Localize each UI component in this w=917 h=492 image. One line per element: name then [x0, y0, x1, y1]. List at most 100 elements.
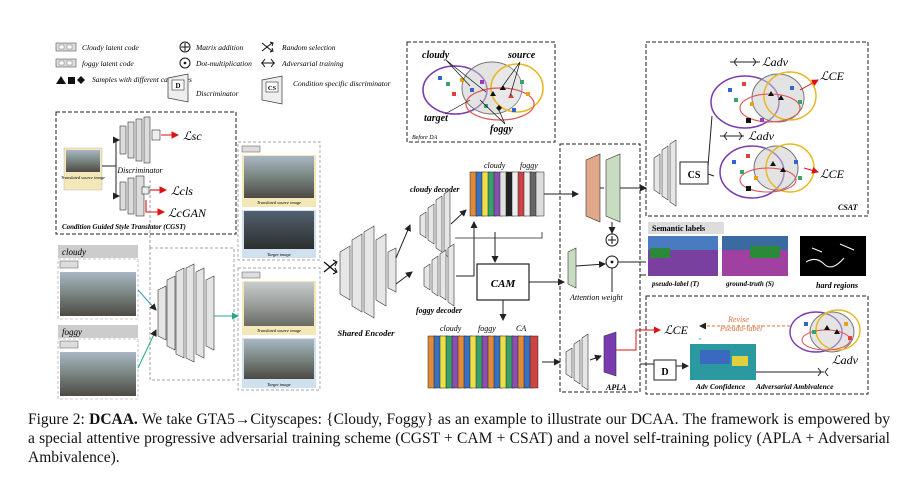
- bottom-feature-maps: [427, 335, 539, 389]
- cgst-title: Condition Guided Style Translator (CGST): [62, 223, 186, 231]
- legend-discriminator: Discriminator: [195, 89, 239, 98]
- before-da-source: source: [507, 50, 536, 61]
- cgst-generator: [137, 180, 239, 381]
- image-column-bottom: Translated source image Target image: [237, 267, 321, 391]
- legend-random-selection: Random selection: [281, 43, 336, 52]
- bottom-ca-label: CA: [516, 324, 526, 333]
- adv-confidence-label: Adv Confidence: [695, 382, 746, 391]
- cgst-discriminator-label: Discriminator: [116, 166, 163, 175]
- cloudy-code-icon: [59, 260, 79, 269]
- before-da-foggy: foggy: [490, 124, 513, 135]
- gt-caption: ground-truth (S): [725, 280, 774, 288]
- csat-title: CSAT: [838, 203, 859, 212]
- cs-label: CS: [688, 170, 701, 181]
- before-da-panel: cloudy source target foggy Before DA: [406, 41, 556, 143]
- bottom-code-icon: [241, 271, 261, 279]
- pseudo-label-caption: pseudo-label (T): [651, 280, 699, 288]
- shared-encoder: Shared Encoder: [323, 224, 413, 338]
- foggy-latent-icon: [55, 58, 77, 68]
- before-da-samples: [438, 76, 530, 112]
- apla-label: APLA: [605, 383, 627, 392]
- legend-matrix-add: Matrix addition: [195, 43, 244, 52]
- decoders: cloudy decoder foggy decoder cloudy fogg…: [410, 161, 579, 389]
- discriminator-icon: D: [167, 73, 189, 103]
- bottom-foggy-label: foggy: [478, 324, 496, 333]
- caption-prefix: Figure 2:: [28, 411, 90, 428]
- self-loss-ce: ℒCE: [664, 323, 689, 337]
- translated-source-thumb: [66, 150, 100, 172]
- legend-dot-mult: Dot-multiplication: [195, 59, 252, 68]
- samples-shape-icons: [56, 76, 85, 84]
- dcaa-framework-diagram: Cloudy latent code foggy latent code Sam…: [55, 41, 869, 400]
- self-loss-adv: ℒadv: [832, 353, 859, 367]
- foggy-decoder-label: foggy decoder: [416, 306, 463, 315]
- attention-block-1: [585, 153, 601, 223]
- cgst-disc-top: [119, 116, 161, 164]
- cloudy-decoder-label: cloudy decoder: [410, 185, 460, 194]
- foggy-decoder: [423, 243, 455, 307]
- d-box: [653, 359, 677, 381]
- input-cloudy-label: cloudy: [62, 247, 86, 257]
- cam-label: CAM: [491, 278, 517, 290]
- input-cloudy: cloudy: [57, 245, 139, 320]
- apla-dot-mult-icon: [605, 255, 619, 269]
- figure-caption: Figure 2: DCAA. We take GTA5→Cityscapes:…: [28, 410, 890, 467]
- feat-foggy-label: foggy: [520, 161, 538, 170]
- cgst-module: Translated source image Discriminator ℒs…: [55, 111, 237, 235]
- attention-weight-block: [567, 247, 577, 289]
- apla-add-icon: [605, 233, 619, 247]
- hard-regions-caption: hard regions: [816, 281, 858, 290]
- pseudo-label-label: Pseudo-label: [719, 324, 763, 333]
- target-2-label: Target image: [267, 382, 291, 387]
- cs-discriminator: [653, 139, 677, 207]
- cgst-translated-label: Translated source image: [61, 175, 105, 180]
- cloudy-tag-bar: [58, 245, 138, 258]
- csat-loss-adv-1: ℒadv: [762, 55, 789, 69]
- d-label: D: [661, 367, 668, 378]
- loss-cls: ℒcls: [171, 184, 193, 198]
- legend: Cloudy latent code foggy latent code Sam…: [55, 41, 391, 105]
- translated-source-1-label: Translated source image: [257, 200, 301, 205]
- cs-box: [679, 161, 709, 185]
- before-da-caption: Before DA: [412, 134, 438, 141]
- input-foggy: foggy: [57, 325, 139, 400]
- cs-icon-letters: CS: [268, 85, 277, 92]
- image-column-top: Translated source image Target image: [237, 141, 321, 261]
- disc-icon-letter: D: [175, 82, 180, 90]
- legend-adv-training: Adversarial training: [281, 59, 344, 68]
- bottom-cloudy-label: cloudy: [440, 324, 462, 333]
- semantic-title: Semantic labels: [652, 224, 705, 233]
- dot-mult-icon: [179, 57, 191, 69]
- adv-ambivalence-label: Adversarial Ambivalence: [755, 382, 834, 391]
- csat-module: CS ℒadv ℒCE: [645, 41, 869, 217]
- translated-source-2: [244, 282, 314, 326]
- matrix-add-icon: [179, 41, 191, 53]
- before-da-cloudy: cloudy: [422, 50, 450, 61]
- top-code-icon: [241, 145, 261, 153]
- legend-cloudy-latent: Cloudy latent code: [82, 43, 139, 52]
- csat-loss-adv-2: ℒadv: [748, 129, 775, 143]
- self-training-module: ℒCE Revise Pseudo-label D Adv Confidence…: [616, 295, 869, 395]
- input-foggy-label: foggy: [62, 327, 82, 337]
- translated-source-1: [244, 156, 314, 198]
- foggy-input-image: [60, 352, 136, 396]
- apla-decoder: [565, 333, 589, 391]
- legend-foggy-latent: foggy latent code: [82, 59, 134, 68]
- csat-loss-ce-1: ℒCE: [820, 69, 845, 83]
- apla-module: Attention weight APLA: [559, 143, 647, 393]
- revise-label: Revise: [727, 315, 749, 324]
- semantic-labels: Semantic labels pseudo-label (T) ground-…: [640, 222, 866, 290]
- csat-loss-ce-2: ℒCE: [820, 167, 845, 181]
- cs-discriminator-icon: CS: [261, 75, 283, 105]
- loss-sc: ℒsc: [183, 129, 202, 143]
- loss-cgan: ℒcGAN: [168, 206, 207, 220]
- feat-cloudy-label: cloudy: [484, 161, 506, 170]
- csat-cluster-top: [710, 71, 817, 129]
- cgst-disc-bottom: [119, 175, 150, 217]
- adversarial-training-icon: [261, 58, 275, 68]
- attention-block-2: [605, 153, 621, 223]
- random-select-icon: [323, 259, 338, 275]
- ambivalence-cluster: [789, 309, 861, 353]
- attention-weight-label: Attention weight: [569, 293, 623, 302]
- apla-output-block: [603, 331, 617, 377]
